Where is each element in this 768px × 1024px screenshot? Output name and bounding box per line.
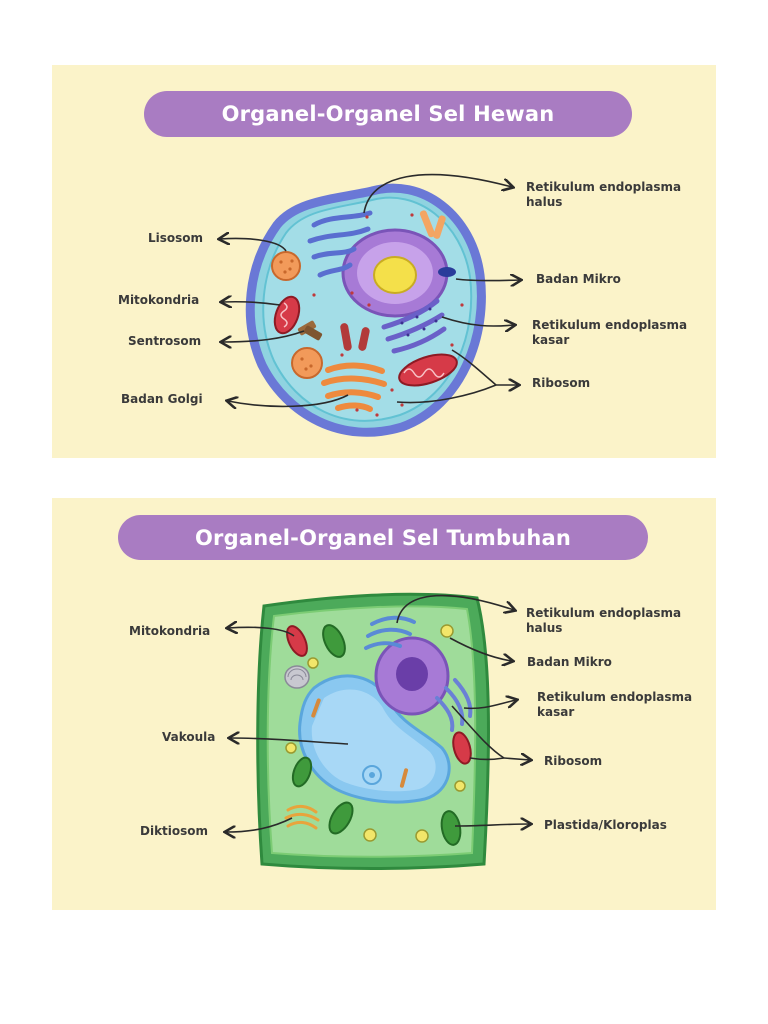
plant-panel-title: Organel-Organel Sel Tumbuhan bbox=[118, 515, 648, 560]
arrow-p-plastida bbox=[454, 824, 530, 826]
animal-panel-title: Organel-Organel Sel Hewan bbox=[144, 91, 632, 137]
label-badan-mikro: Badan Mikro bbox=[536, 272, 621, 286]
label-p-ribosom: Ribosom bbox=[544, 754, 603, 768]
plant-cell-diagram bbox=[52, 592, 716, 870]
arrow-p-vakoula bbox=[230, 738, 349, 745]
plant-mitochondrion bbox=[286, 625, 308, 657]
plant-nucleolus bbox=[396, 657, 428, 691]
arrow-ribosom-1 bbox=[396, 384, 497, 404]
arrow-mitokondria bbox=[222, 302, 281, 305]
animal-cell-panel: Organel-Organel Sel Hewan bbox=[52, 65, 716, 458]
plant-dictyosome bbox=[284, 804, 320, 830]
label-p-badan-mikro: Badan Mikro bbox=[527, 655, 612, 669]
plant-rough-er bbox=[435, 678, 473, 732]
arrow-p-diktiosom bbox=[226, 817, 293, 832]
animal-golgi bbox=[321, 362, 387, 412]
label-p-plastida: Plastida/Kloroplas bbox=[544, 818, 667, 832]
arrow-badan-golgi bbox=[228, 394, 349, 406]
label-p-diktiosom: Diktiosom bbox=[140, 824, 209, 838]
arrow-ribosom-2 bbox=[451, 349, 497, 386]
animal-nucleolus bbox=[373, 256, 417, 294]
animal-cell-diagram bbox=[52, 173, 716, 437]
arrow-re-kasar bbox=[441, 316, 514, 326]
label-sentrosom: Sentrosom bbox=[128, 334, 202, 348]
arrow-sentrosom bbox=[222, 330, 305, 342]
label-p-vakoula: Vakoula bbox=[162, 730, 216, 744]
animal-rough-er bbox=[381, 298, 447, 354]
plant-microbody bbox=[440, 624, 454, 638]
animal-lysosome bbox=[271, 251, 301, 281]
label-lisosom: Lisosom bbox=[148, 231, 204, 245]
arrow-p-re-kasar bbox=[463, 700, 516, 710]
arrow-lisosom bbox=[220, 239, 287, 252]
plant-smooth-er bbox=[364, 615, 416, 650]
label-p-mitokondria: Mitokondria bbox=[129, 624, 211, 638]
animal-smooth-er bbox=[307, 210, 373, 278]
label-ribosom: Ribosom bbox=[532, 376, 591, 390]
arrow-badan-mikro bbox=[455, 279, 520, 281]
animal-ribosomes bbox=[312, 213, 464, 417]
label-badan-golgi: Badan Golgi bbox=[121, 392, 203, 406]
arrow-p-re-halus bbox=[396, 594, 514, 624]
label-mitokondria: Mitokondria bbox=[118, 293, 200, 307]
arrow-p-badan-mikro bbox=[449, 637, 512, 661]
arrow-p-ribosom-2 bbox=[469, 757, 505, 761]
arrow-p-mitokondria bbox=[228, 627, 295, 637]
arrow-p-ribosom-1 bbox=[451, 705, 505, 759]
plant-cell-panel: Organel-Organel Sel Tumbuhan bbox=[52, 498, 716, 910]
animal-mitochondrion bbox=[273, 295, 301, 335]
animal-microbody bbox=[438, 267, 456, 277]
arrow-re-halus bbox=[363, 173, 512, 214]
